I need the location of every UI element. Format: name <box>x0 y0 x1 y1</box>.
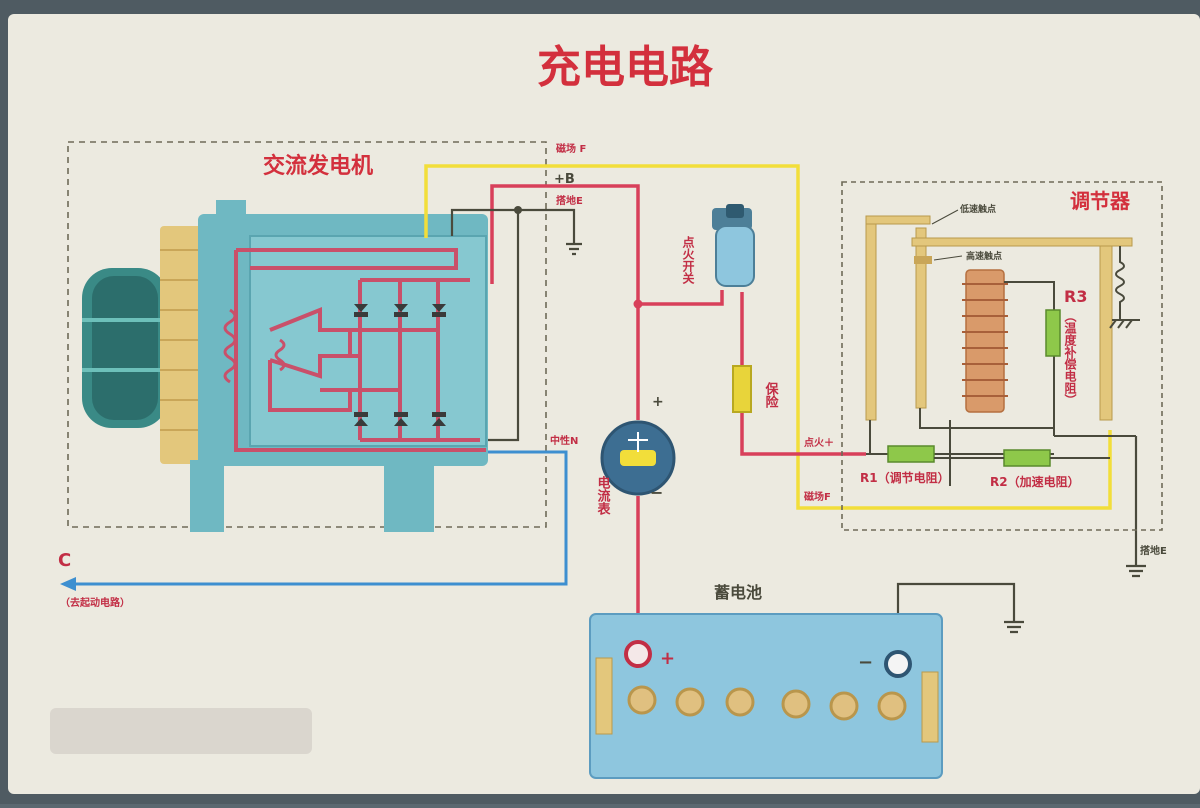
resistor-r3 <box>1045 309 1061 357</box>
regulator-label: 调节器 <box>1070 189 1131 213</box>
battery-minus-label: − <box>858 652 873 673</box>
rectifier-diodes <box>354 304 446 426</box>
diagram-title: 充电电路 <box>537 42 714 93</box>
neutral-n-label: 中性N <box>550 434 578 447</box>
ground-wires <box>450 208 1146 660</box>
terminal-b-label: +B <box>554 172 575 187</box>
battery <box>589 613 943 779</box>
spring-ground <box>1109 319 1140 329</box>
ignition-switch <box>712 204 755 287</box>
alternator-frame <box>67 141 547 528</box>
ammeter-plus-label: + <box>652 394 664 410</box>
rotor-coil <box>223 308 286 384</box>
arrow-left-icon <box>60 577 76 591</box>
fuse <box>732 365 752 413</box>
alternator-label: 交流发电机 <box>263 153 373 179</box>
high-contact-label: 高速触点 <box>966 250 1002 262</box>
ignition-plus-label: 点火＋ <box>804 436 834 449</box>
fan <box>160 226 204 464</box>
fuse-label: 保险 <box>763 381 780 409</box>
to-starter-label: （去起动电路） <box>60 596 130 609</box>
field-wire <box>424 164 1112 510</box>
low-contact-label: 低速触点 <box>959 203 996 215</box>
ignition-switch-label: 点火开关 <box>681 235 695 285</box>
ammeter-label: 电流表 <box>595 475 612 516</box>
neutral-wire <box>74 450 568 586</box>
coil-winding <box>962 283 1008 397</box>
blurred-watermark <box>50 708 312 754</box>
r1-label: R1（调节电阻） <box>860 470 950 485</box>
regulator-frame <box>841 181 1163 531</box>
board-background <box>8 14 1200 794</box>
resistor-r1 <box>887 445 935 463</box>
r2-label: R2（加速电阻） <box>990 474 1080 489</box>
ammeter-minus-label: − <box>650 483 663 502</box>
ammeter <box>600 420 676 496</box>
pulley <box>82 268 168 428</box>
resistor-r2 <box>1003 449 1051 467</box>
regulator-internals <box>865 215 1133 421</box>
spring <box>1115 246 1125 320</box>
field-f2-label: 磁场F <box>804 490 831 503</box>
field-f-label: 磁场 F <box>556 142 586 155</box>
r3-description: （温度补偿电阻） <box>1063 310 1077 406</box>
battery-plus-label: + <box>660 648 675 669</box>
ground-e-label: 搭地E <box>556 194 583 207</box>
r3-label: R3 <box>1064 287 1087 306</box>
c-label: C <box>58 550 71 571</box>
ground-e2-label: 搭地E <box>1140 544 1167 557</box>
battery-label: 蓄电池 <box>714 583 762 602</box>
